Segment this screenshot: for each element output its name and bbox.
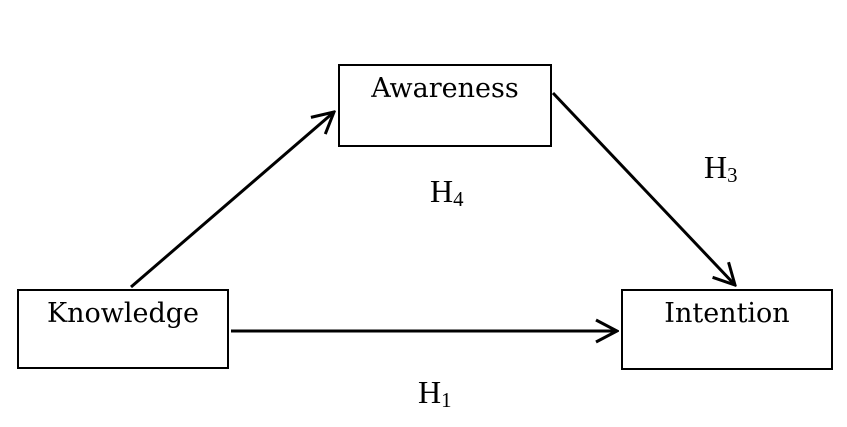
node-awareness-label: Awareness (371, 73, 519, 104)
edge-label-h3-main: H (704, 149, 728, 185)
node-knowledge-label: Knowledge (46, 298, 200, 329)
edge-label-h3: H3 (704, 149, 738, 186)
edge-label-h4-subscript: 4 (453, 187, 464, 211)
edge-label-h4-main: H (430, 173, 454, 209)
node-awareness: Awareness (338, 64, 552, 147)
node-intention-label: Intention (664, 298, 790, 329)
edge-label-h3-subscript: 3 (727, 163, 738, 187)
edge-label-h1: H1 (418, 374, 452, 411)
arrow-awareness-to-intention (551, 91, 735, 285)
arrow-knowledge-to-awareness (130, 112, 334, 289)
node-intention: Intention (621, 289, 833, 370)
edge-label-h1-subscript: 1 (441, 388, 452, 412)
edge-label-h1-main: H (418, 374, 442, 410)
edge-label-h4: H4 (430, 173, 464, 210)
node-knowledge: Knowledge (17, 289, 229, 369)
